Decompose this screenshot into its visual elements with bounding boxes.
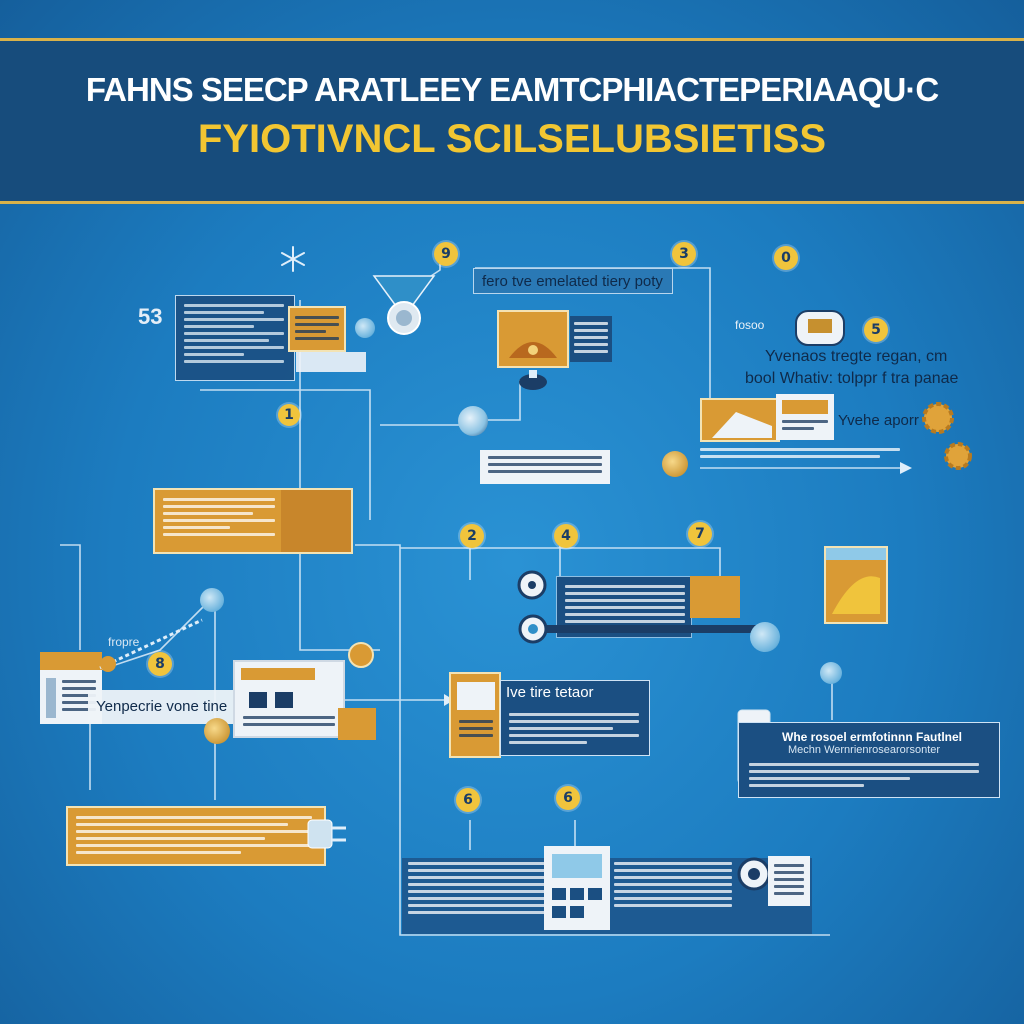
node-dot-1	[355, 318, 375, 338]
step-badge-2: 2	[460, 524, 484, 548]
gear-icon	[918, 398, 976, 478]
center-machine-rail	[545, 625, 760, 633]
top-center-label-box	[473, 268, 673, 294]
bottom-doc-card	[768, 856, 810, 906]
right-doc-card	[776, 394, 834, 440]
left-small-label: fropre	[108, 635, 140, 649]
right-small-label: fosoo	[735, 318, 765, 332]
magnifier-node	[458, 406, 488, 436]
funnel-icon	[372, 270, 436, 340]
connector-plug-icon	[306, 814, 348, 854]
step-badge-6a: 6	[456, 788, 480, 812]
header-banner: FAHNS SEECP ARATLEEY EAMTCPHIACTEPERIAAQ…	[0, 38, 1024, 204]
step-badge-3: 3	[672, 242, 696, 266]
right-gold-card	[700, 398, 780, 442]
center-info-box	[500, 680, 650, 756]
title-line-1: FAHNS SEECP ARATLEEY EAMTCPHIACTEPERIAAQ…	[85, 71, 939, 108]
left-mid-label: Yenpecrie vone tine	[96, 698, 228, 715]
bottom-left-gold-bar	[66, 806, 326, 866]
top-left-gold-card	[288, 306, 346, 352]
left-gold-panel	[153, 488, 353, 554]
snowflake-icon	[278, 244, 308, 274]
left-mid-window	[233, 660, 345, 738]
lamp-icon	[515, 368, 551, 392]
right-line-3: Yvehe aporr	[838, 412, 919, 429]
center-machine-block	[690, 576, 740, 618]
step-badge-0: 0	[774, 246, 798, 270]
right-line-2: bool Whativ: tolppr f tra panae	[745, 370, 959, 387]
step-badge-5: 5	[864, 318, 888, 342]
right-info-heading: Whe rosoel ermfotinnn Fautlnel	[782, 730, 963, 744]
disc-icon	[517, 570, 547, 600]
left-mid-plug	[338, 708, 376, 740]
top-center-window	[497, 310, 569, 368]
top-center-side-panel	[570, 316, 612, 362]
step-badge-4: 4	[554, 524, 578, 548]
center-tablet	[449, 672, 501, 758]
node-dot-3	[820, 662, 842, 684]
step-badge-8: 8	[148, 652, 172, 676]
disc-icon-3	[736, 856, 772, 892]
right-bottom-lines	[700, 448, 900, 462]
step-badge-9: 9	[434, 242, 458, 266]
left-number: 53	[138, 304, 163, 329]
link-chain-icon	[96, 616, 206, 676]
gold-node	[662, 451, 688, 477]
right-info-sub: Mechn Wernrienrosearorsonter	[788, 744, 941, 756]
device-icon	[790, 305, 850, 349]
wrench-node	[344, 638, 378, 672]
step-badge-6b: 6	[556, 786, 580, 810]
right-info-box	[738, 722, 1000, 798]
gold-dot-left	[204, 718, 230, 744]
top-left-panel	[175, 295, 295, 381]
right-line-1: Yvenaos tregte regan, cm	[765, 348, 948, 365]
top-center-label: fero tve emelated tiery poty	[482, 273, 663, 290]
right-gold-folder	[824, 546, 888, 624]
center-info-title: Ive tire tetaor	[506, 684, 594, 701]
bottom-window-card	[544, 846, 610, 930]
step-badge-7: 7	[688, 522, 712, 546]
node-dot-2	[200, 588, 224, 612]
step-badge-1: 1	[278, 404, 300, 426]
top-left-doc	[296, 352, 366, 372]
title-line-2: FYIOTIVNCL SCILSELUBSIETISS	[197, 117, 827, 161]
center-machine-wheel	[750, 622, 780, 652]
striped-panel	[480, 450, 610, 484]
